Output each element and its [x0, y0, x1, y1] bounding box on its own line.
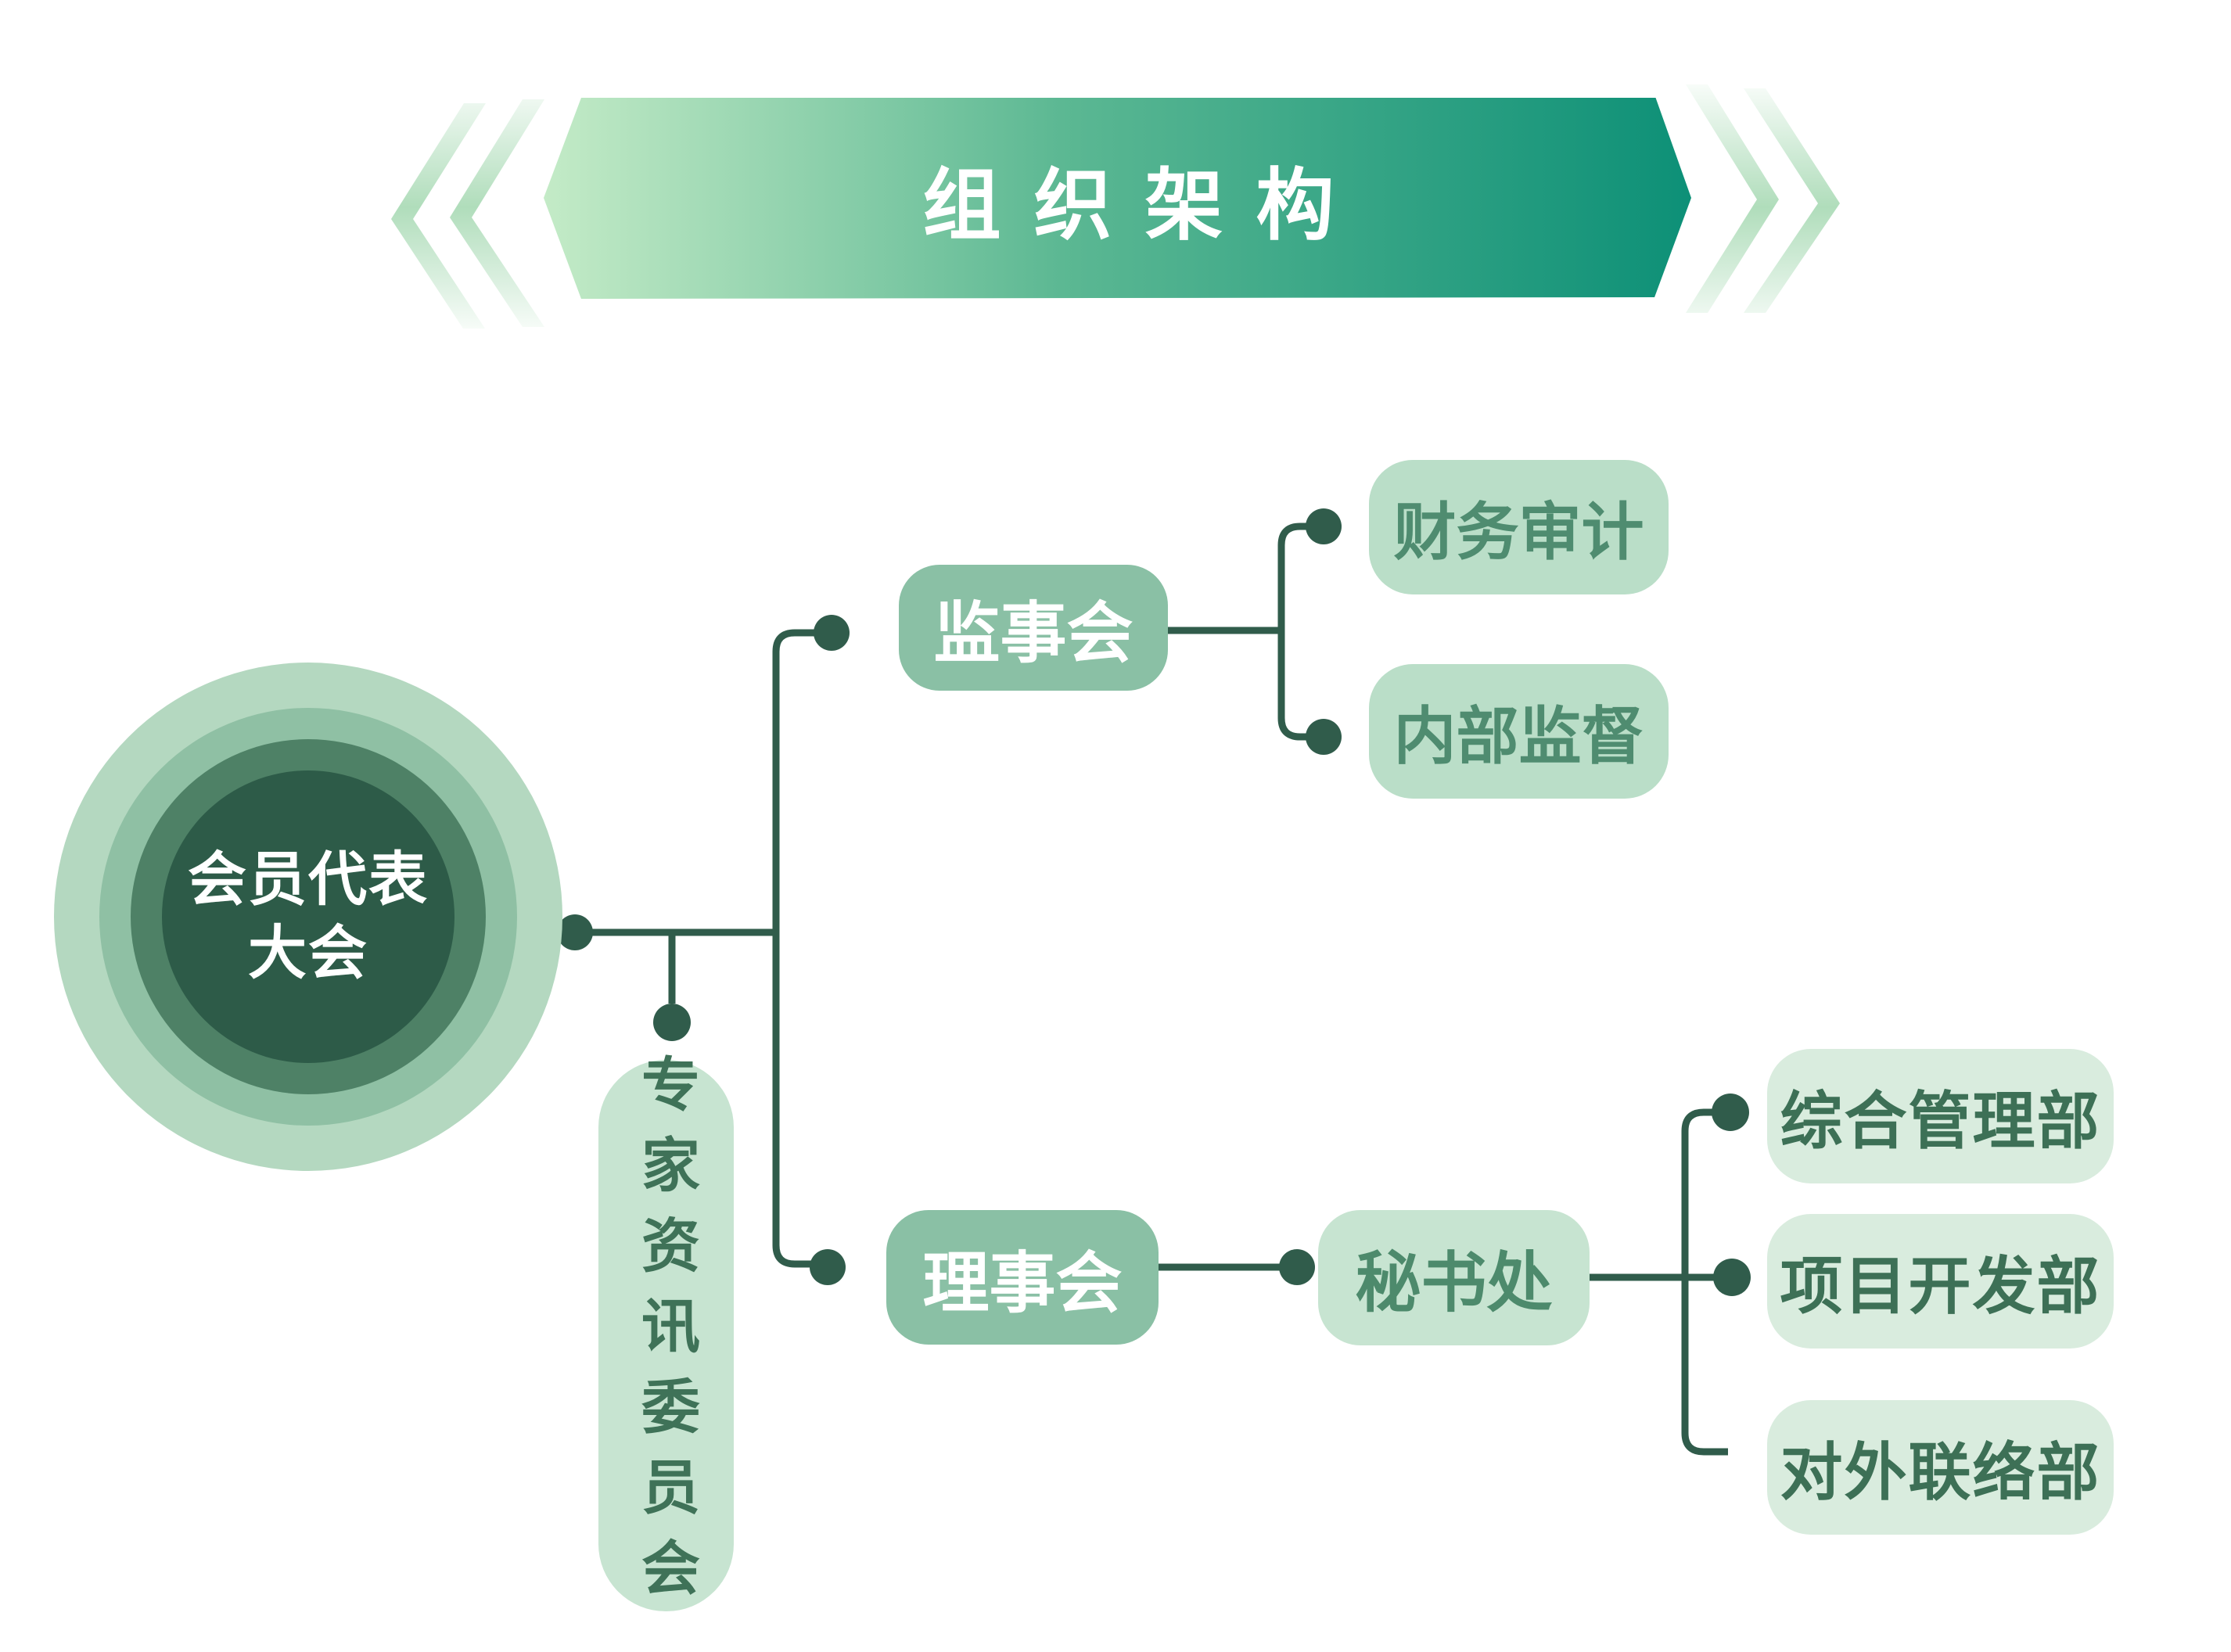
connector-supervisors-bracket — [1166, 523, 1306, 741]
node-expert-committee-label: 专家资讯委员会 — [633, 1054, 699, 1618]
connector-secretariat-bracket — [1590, 1108, 1729, 1456]
page-title: 组织架构 — [922, 162, 1367, 250]
node-financial-audit: 财务审计 — [1369, 460, 1669, 594]
connector-dot — [1712, 1094, 1749, 1131]
node-internal-supervision-label: 内部监督 — [1393, 702, 1644, 771]
title-banner: 组织架构 — [544, 98, 1691, 299]
node-internal-supervision: 内部监督 — [1369, 664, 1669, 799]
node-external-liaison-label: 对外联络部 — [1780, 1438, 2101, 1507]
connector-dot — [1306, 508, 1342, 544]
connector-dot — [1713, 1259, 1751, 1296]
node-assembly-label-line1: 会员代表 — [187, 846, 429, 913]
node-supervisors-label: 监事会 — [933, 597, 1133, 671]
connector-dot — [1279, 1249, 1315, 1285]
node-supervisors: 监事会 — [899, 565, 1168, 691]
node-secretariat: 秘书处 — [1318, 1210, 1590, 1345]
node-project-development-label: 项目开发部 — [1780, 1252, 2101, 1321]
connector-dot — [814, 615, 850, 651]
connector-dot — [653, 1004, 691, 1041]
node-general-management: 综合管理部 — [1767, 1049, 2114, 1183]
node-financial-audit-label: 财务审计 — [1393, 497, 1644, 567]
connector-dot — [810, 1249, 846, 1285]
node-expert-committee: 专家资讯委员会 — [598, 1054, 734, 1618]
node-secretariat-label: 秘书处 — [1355, 1246, 1553, 1320]
connector-dot — [557, 914, 593, 950]
node-assembly-label-line2: 大会 — [247, 920, 368, 986]
node-general-management-label: 综合管理部 — [1780, 1086, 2101, 1156]
node-council: 理事会 — [886, 1210, 1159, 1345]
connector-dot — [1306, 719, 1342, 755]
connector-main-trunk — [772, 629, 832, 1268]
node-external-liaison: 对外联络部 — [1767, 1400, 2114, 1535]
node-assembly: 会员代表 大会 — [162, 770, 454, 1063]
node-council-label: 理事会 — [922, 1246, 1123, 1321]
node-project-development: 项目开发部 — [1767, 1214, 2114, 1349]
